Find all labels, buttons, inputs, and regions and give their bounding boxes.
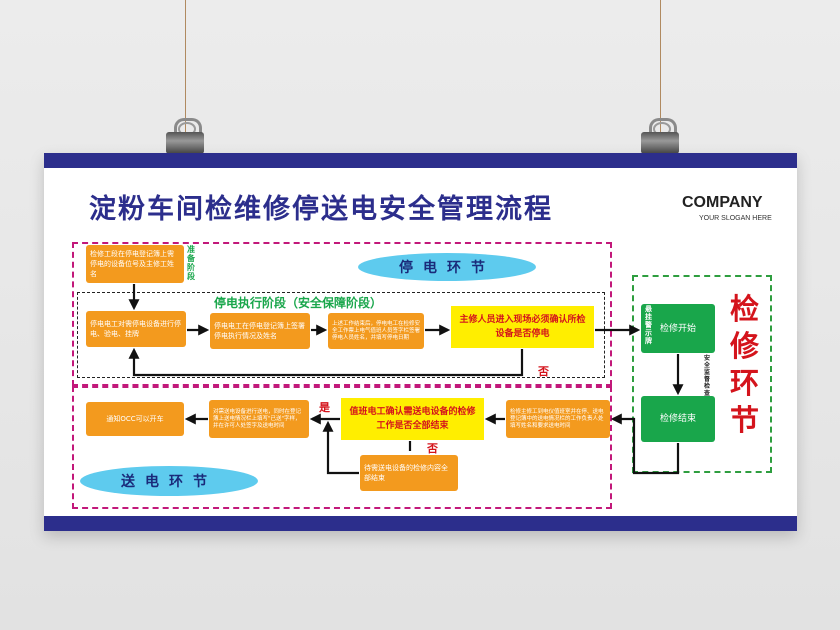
- bottom-band: [44, 516, 797, 531]
- send-power-section: [72, 386, 612, 509]
- step-wait-finish: 待需送电设备的检修内容全部结束: [360, 455, 458, 491]
- maintenance-section: [632, 275, 772, 473]
- step-record-send: 对需送电设备进行送电，同时在登记簿上送电情况栏上填写"已送"字样，并在许可人处签…: [209, 400, 309, 438]
- company-slogan: YOUR SLOGAN HERE: [699, 215, 772, 222]
- stop-no-label: 否: [538, 365, 549, 378]
- send-yes-label: 是: [319, 401, 330, 414]
- maintenance-label: 检修环节: [730, 292, 760, 437]
- step-after-maint: 检修主修工到电仪值班室并在停、送电登记簿中的送电情况栏的工作负责人处填写姓名和要…: [506, 400, 610, 438]
- step-register: 检修工段在停电登记簿上需停电的设备位号及主修工姓名: [86, 245, 184, 283]
- supervise-label: 安全监督检查: [704, 355, 711, 397]
- send-power-label: 送电环节: [80, 466, 258, 496]
- step-notify-occ: 通知OCC可以开车: [86, 402, 184, 436]
- send-no-label: 否: [427, 442, 438, 455]
- step-confirm-power-off: 主修人员进入现场必须确认所检设备是否停电: [451, 306, 594, 348]
- maintenance-start: 检修开始: [641, 304, 715, 353]
- page-title: 淀粉车间检维修停送电安全管理流程: [89, 194, 553, 225]
- step-electrician: 停电电工对需停电设备进行停电、验电、挂牌: [86, 311, 186, 347]
- hanging-string-left: [185, 0, 186, 132]
- top-band: [44, 153, 797, 168]
- flow-arrows: [128, 284, 684, 475]
- prep-stage-label: 准备阶段: [187, 245, 195, 281]
- stop-power-section: [72, 242, 612, 386]
- step-sign: 停电电工在停电登记簿上签署停电执行情况及姓名: [210, 313, 310, 349]
- stop-power-label: 停电环节: [358, 253, 536, 281]
- step-after-work: 上述工作结束后，停电电工在检修安全工作票上电气值班人员签字栏签署停电人员姓名，并…: [328, 313, 424, 349]
- binder-clip-left-icon: [162, 118, 208, 164]
- maintenance-end: 检修结束: [641, 396, 715, 442]
- hang-sign-label: 悬挂警示牌: [645, 305, 652, 345]
- binder-clip-right-icon: [637, 118, 683, 164]
- company-name: COMPANY: [682, 194, 763, 211]
- hanging-string-right: [660, 0, 661, 132]
- step-duty-confirm: 值班电工确认需送电设备的检修工作是否全部结束: [341, 398, 484, 440]
- exec-stage-frame: [77, 292, 605, 378]
- safety-board: 淀粉车间检维修停送电安全管理流程 COMPANY YOUR SLOGAN HER…: [44, 153, 797, 531]
- exec-stage-label: 停电执行阶段（安全保障阶段）: [214, 296, 383, 310]
